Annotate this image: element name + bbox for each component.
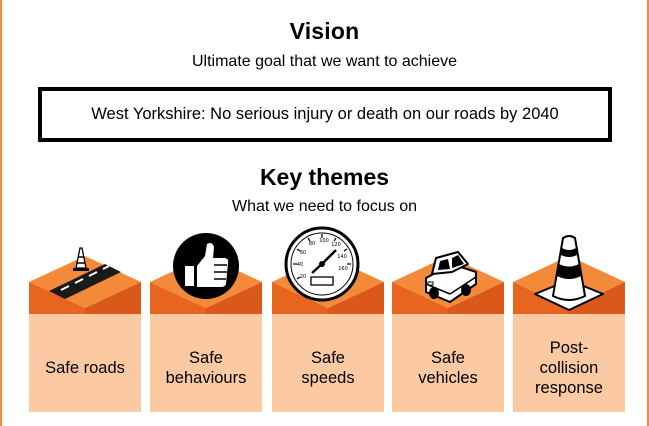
- theme-safe-behaviours: Safe behaviours: [150, 224, 262, 426]
- theme-safe-vehicles: Safe vehicles: [392, 224, 504, 426]
- themes-subtitle: What we need to focus on: [232, 198, 417, 215]
- vision-subtitle: Ultimate goal that we want to achieve: [191, 53, 458, 70]
- theme-label: Safe speeds: [301, 349, 355, 387]
- theme-block: [392, 251, 504, 412]
- svg-text:140: 140: [337, 254, 347, 260]
- theme-safe-roads: Safe roads: [29, 224, 141, 426]
- theme-block: 20 40 60 80 100 120 140 160: [272, 226, 384, 412]
- vision-statement-box: West Yorkshire: No serious injury or dea…: [38, 87, 612, 142]
- theme-block: [513, 235, 625, 412]
- vision-title: Vision: [289, 18, 360, 44]
- theme-label: Safe behaviours: [165, 349, 247, 387]
- theme-block: [150, 233, 262, 412]
- vision-statement: West Yorkshire: No serious injury or dea…: [91, 105, 559, 123]
- speedometer-icon: 20 40 60 80 100 120 140 160: [284, 226, 360, 302]
- theme-post-collision-response: Post- collision response: [513, 224, 625, 426]
- theme-block: [29, 247, 141, 412]
- themes-title: Key themes: [259, 164, 390, 190]
- svg-text:160: 160: [338, 266, 348, 272]
- svg-text:100: 100: [319, 238, 329, 244]
- theme-safe-speeds: 20 40 60 80 100 120 140 160 Safe speeds: [272, 224, 384, 426]
- svg-text:40: 40: [297, 262, 303, 268]
- theme-label: Post- collision response: [535, 339, 603, 397]
- thumbs-up-icon: [173, 233, 239, 299]
- svg-text:120: 120: [331, 242, 341, 248]
- traffic-cone-icon: [534, 235, 604, 311]
- theme-label: Safe roads: [45, 359, 125, 377]
- car-icon: [425, 251, 477, 303]
- frame-left-edge: [0, 0, 2, 426]
- road-icon: [49, 264, 121, 299]
- svg-text:20: 20: [300, 274, 306, 280]
- frame-right-edge: [647, 0, 649, 426]
- svg-text:80: 80: [309, 241, 315, 247]
- road-cone-icon: [73, 247, 89, 271]
- theme-label: Safe vehicles: [418, 349, 478, 387]
- svg-text:60: 60: [300, 250, 306, 256]
